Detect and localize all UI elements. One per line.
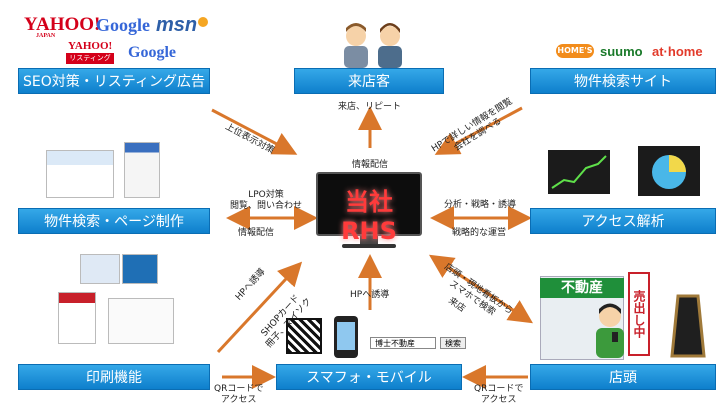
card-thumbnail [108, 298, 174, 344]
athome-logo: at·home [652, 44, 703, 59]
search-button[interactable]: 検索 [440, 337, 466, 349]
label-lpo: LPO対策 閲覧、問い合わせ [230, 190, 303, 211]
node-storefront: 店頭 [530, 364, 716, 390]
label-strategy: 戦略的な運営 [452, 228, 507, 238]
label-qr-right: QRコードで アクセス [474, 384, 524, 405]
smartphone-screen [337, 322, 355, 350]
arrow-portal-to-rhs [434, 106, 523, 155]
visitor-people-icon [344, 23, 402, 68]
node-access: アクセス解析 [530, 208, 716, 234]
label-hp-guide-center: HPへ誘導 [350, 290, 390, 300]
sale-banner: 売出し中 [628, 272, 650, 356]
qr-code-icon [286, 318, 322, 354]
google-ads-logo: Google [128, 44, 176, 61]
node-visitor: 来店客 [294, 68, 444, 94]
line-chart-icon [548, 150, 610, 194]
node-printing: 印刷機能 [18, 364, 210, 390]
node-page-making: 物件検索・ページ制作 [18, 208, 210, 234]
yahoo-japan-label: JAPAN [36, 33, 56, 39]
label-qr-left: QRコードで アクセス [214, 384, 264, 405]
flyer-thumbnail [122, 254, 158, 284]
store-sign: 不動産 [540, 278, 624, 298]
webpage-thumbnail [124, 142, 160, 198]
label-info-delivery-left: 情報配信 [238, 228, 275, 238]
node-mobile: スマフォ・モバイル [276, 364, 462, 390]
monitor-stand [360, 236, 378, 244]
homes-logo: HOME'S [556, 44, 594, 58]
node-portal: 物件検索サイト [530, 68, 716, 94]
flyer-thumbnail [58, 292, 96, 344]
label-visit-repeat: 来店、リピート [338, 102, 402, 112]
google-logo: Google [96, 15, 150, 35]
yahoo-listing-label: リスティング広告 [66, 53, 114, 73]
yahoo-logo: YAHOO! [24, 14, 101, 35]
msn-butterfly-icon [198, 17, 208, 27]
node-seo: SEO対策・リスティング広告 [18, 68, 210, 94]
suumo-logo: suumo [600, 44, 643, 59]
webpage-thumbnail [46, 150, 114, 198]
company-rhs-title: 当社RHS [341, 188, 397, 245]
arrow-seo-to-rhs [211, 108, 298, 155]
yahoo-listing-logo: YAHOO! [68, 40, 113, 52]
arrow-print-to-rhs [216, 261, 303, 354]
signboard-icon [670, 294, 706, 358]
flyer-thumbnail [80, 254, 120, 284]
arrow-rhs-store [433, 256, 534, 324]
label-analysis: 分析・戦略・誘導 [444, 200, 517, 210]
label-info-delivery-top: 情報配信 [352, 160, 389, 170]
monitor-base [342, 244, 396, 248]
pie-chart-icon [638, 146, 700, 196]
monitor-screen [316, 172, 422, 236]
msn-logo: msn [156, 14, 198, 36]
person-with-phone-icon [596, 303, 624, 358]
search-input[interactable]: 博士不動産 [370, 337, 436, 349]
